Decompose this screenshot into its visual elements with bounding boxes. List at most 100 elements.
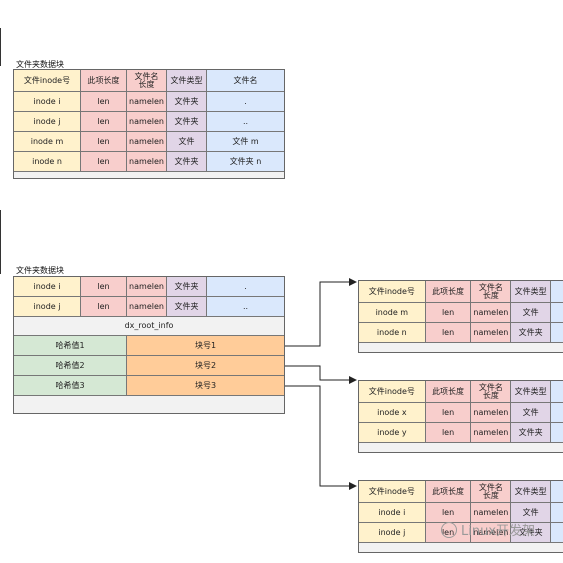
header-name-cut bbox=[551, 381, 563, 403]
block-number: 块号1 bbox=[127, 336, 284, 356]
leaf-block-2: 文件inode号 此项长度 文件名 长度 文件类型 inode x len na… bbox=[358, 380, 563, 453]
cell-name: 文件夹 n bbox=[207, 152, 284, 172]
cell-name-cut bbox=[551, 303, 563, 323]
block2-edge-line bbox=[0, 210, 1, 274]
cell-name: .. bbox=[207, 112, 284, 132]
cell-name-cut bbox=[551, 423, 563, 443]
cell-inode: inode j bbox=[359, 523, 426, 543]
header-len: 此项长度 bbox=[81, 70, 127, 92]
block1-table: 文件inode号 此项长度 文件名 长度 文件类型 文件名 inode i le… bbox=[13, 69, 285, 179]
header-inode: 文件inode号 bbox=[359, 281, 426, 303]
cell-type: 文件 bbox=[511, 403, 552, 423]
dx-root-info: dx_root_info bbox=[14, 317, 284, 336]
cell-name: . bbox=[207, 277, 284, 297]
table-row: inode m len namelen 文件 bbox=[359, 303, 563, 323]
leaf-block-1: 文件inode号 此项长度 文件名 长度 文件类型 inode m len na… bbox=[358, 280, 563, 353]
cell-namelen: namelen bbox=[127, 152, 167, 172]
cell-inode: inode x bbox=[359, 403, 426, 423]
header-type: 文件类型 bbox=[511, 481, 552, 503]
cell-inode: inode i bbox=[359, 503, 426, 523]
cell-type: 文件夹 bbox=[167, 297, 207, 317]
cell-type: 文件夹 bbox=[167, 277, 207, 297]
leaf-block-3: 文件inode号 此项长度 文件名 长度 文件类型 inode i len na… bbox=[358, 480, 563, 553]
cell-len: len bbox=[81, 112, 127, 132]
header-type: 文件类型 bbox=[511, 281, 552, 303]
block-number: 块号3 bbox=[127, 376, 284, 396]
cell-inode: inode n bbox=[14, 152, 81, 172]
header-type: 文件类型 bbox=[511, 381, 552, 403]
table-row: inode i len namelen 文件夹 . bbox=[14, 92, 284, 112]
cell-type: 文件夹 bbox=[511, 323, 552, 343]
cell-len: len bbox=[425, 403, 472, 423]
block2-table: inode i len namelen 文件夹 . inode j len na… bbox=[13, 276, 285, 414]
cell-type: 文件 bbox=[511, 303, 552, 323]
cell-len: len bbox=[81, 297, 127, 317]
hash-value: 哈希值1 bbox=[14, 336, 127, 356]
cell-len: len bbox=[425, 303, 472, 323]
header-namelen: 文件名 长度 bbox=[127, 70, 167, 92]
watermark-text: Linux开发架 bbox=[461, 524, 536, 539]
cell-namelen: namelen bbox=[127, 112, 167, 132]
header-inode: 文件inode号 bbox=[359, 381, 426, 403]
arrow-block3-to-leaf3 bbox=[285, 385, 357, 490]
header-type: 文件类型 bbox=[167, 70, 207, 92]
hash-row: 哈希值1 块号1 bbox=[14, 336, 284, 356]
table-row: inode j len namelen 文件夹 .. bbox=[14, 297, 284, 317]
block-number: 块号2 bbox=[127, 356, 284, 376]
cell-namelen: namelen bbox=[471, 523, 512, 543]
arrow-block1-to-leaf1 bbox=[285, 278, 357, 347]
cell-name: 文件 m bbox=[207, 132, 284, 152]
cell-type: 文件夹 bbox=[167, 152, 207, 172]
cell-len: len bbox=[81, 132, 127, 152]
cell-type: 文件夹 bbox=[511, 523, 552, 543]
header-name-cut bbox=[551, 481, 563, 503]
table-row: inode n len namelen 文件夹 bbox=[359, 323, 563, 343]
block2-title: 文件夹数据块 bbox=[16, 266, 64, 275]
cell-namelen: namelen bbox=[127, 92, 167, 112]
header-name-cut bbox=[551, 281, 563, 303]
cell-inode: inode j bbox=[14, 112, 81, 132]
cell-name-cut bbox=[551, 403, 563, 423]
header-inode: 文件inode号 bbox=[359, 481, 426, 503]
table-row: inode n len namelen 文件夹 文件夹 n bbox=[14, 152, 284, 172]
cell-len: len bbox=[81, 152, 127, 172]
hash-value: 哈希值3 bbox=[14, 376, 127, 396]
cell-inode: inode n bbox=[359, 323, 426, 343]
cell-name: . bbox=[207, 92, 284, 112]
header-namelen: 文件名 长度 bbox=[471, 281, 512, 303]
cell-namelen: namelen bbox=[471, 303, 512, 323]
cell-name-cut bbox=[551, 323, 563, 343]
hash-row: 哈希值3 块号3 bbox=[14, 376, 284, 396]
table-row: inode j len namelen 文件夹 .. bbox=[14, 112, 284, 132]
cell-len: len bbox=[425, 323, 472, 343]
cell-type: 文件夹 bbox=[167, 112, 207, 132]
cell-len: len bbox=[81, 277, 127, 297]
cell-inode: inode i bbox=[14, 277, 81, 297]
header-len: 此项长度 bbox=[425, 281, 472, 303]
header-namelen: 文件名 长度 bbox=[471, 381, 512, 403]
cell-len: len bbox=[425, 423, 472, 443]
header-name: 文件名 bbox=[207, 70, 284, 92]
leaf-header-row: 文件inode号 此项长度 文件名 长度 文件类型 bbox=[359, 481, 563, 503]
cell-namelen: namelen bbox=[127, 297, 167, 317]
header-len: 此项长度 bbox=[425, 381, 472, 403]
cell-name-cut bbox=[551, 523, 563, 543]
cell-namelen: namelen bbox=[471, 403, 512, 423]
block1-title: 文件夹数据块 bbox=[16, 60, 64, 69]
header-namelen: 文件名 长度 bbox=[471, 481, 512, 503]
hash-value: 哈希值2 bbox=[14, 356, 127, 376]
wechat-logo-icon bbox=[441, 522, 457, 538]
cell-type: 文件 bbox=[511, 503, 552, 523]
cell-namelen: namelen bbox=[127, 132, 167, 152]
cell-inode: inode m bbox=[14, 132, 81, 152]
block1-edge-line bbox=[0, 28, 1, 66]
cell-type: 文件夹 bbox=[511, 423, 552, 443]
table-row: inode x len namelen 文件 bbox=[359, 403, 563, 423]
table-row: inode y len namelen 文件夹 bbox=[359, 423, 563, 443]
cell-inode: inode i bbox=[14, 92, 81, 112]
arrow-block2-to-leaf2 bbox=[285, 365, 357, 384]
cell-type: 文件夹 bbox=[167, 92, 207, 112]
cell-inode: inode m bbox=[359, 303, 426, 323]
block1-header-row: 文件inode号 此项长度 文件名 长度 文件类型 文件名 bbox=[14, 70, 284, 92]
